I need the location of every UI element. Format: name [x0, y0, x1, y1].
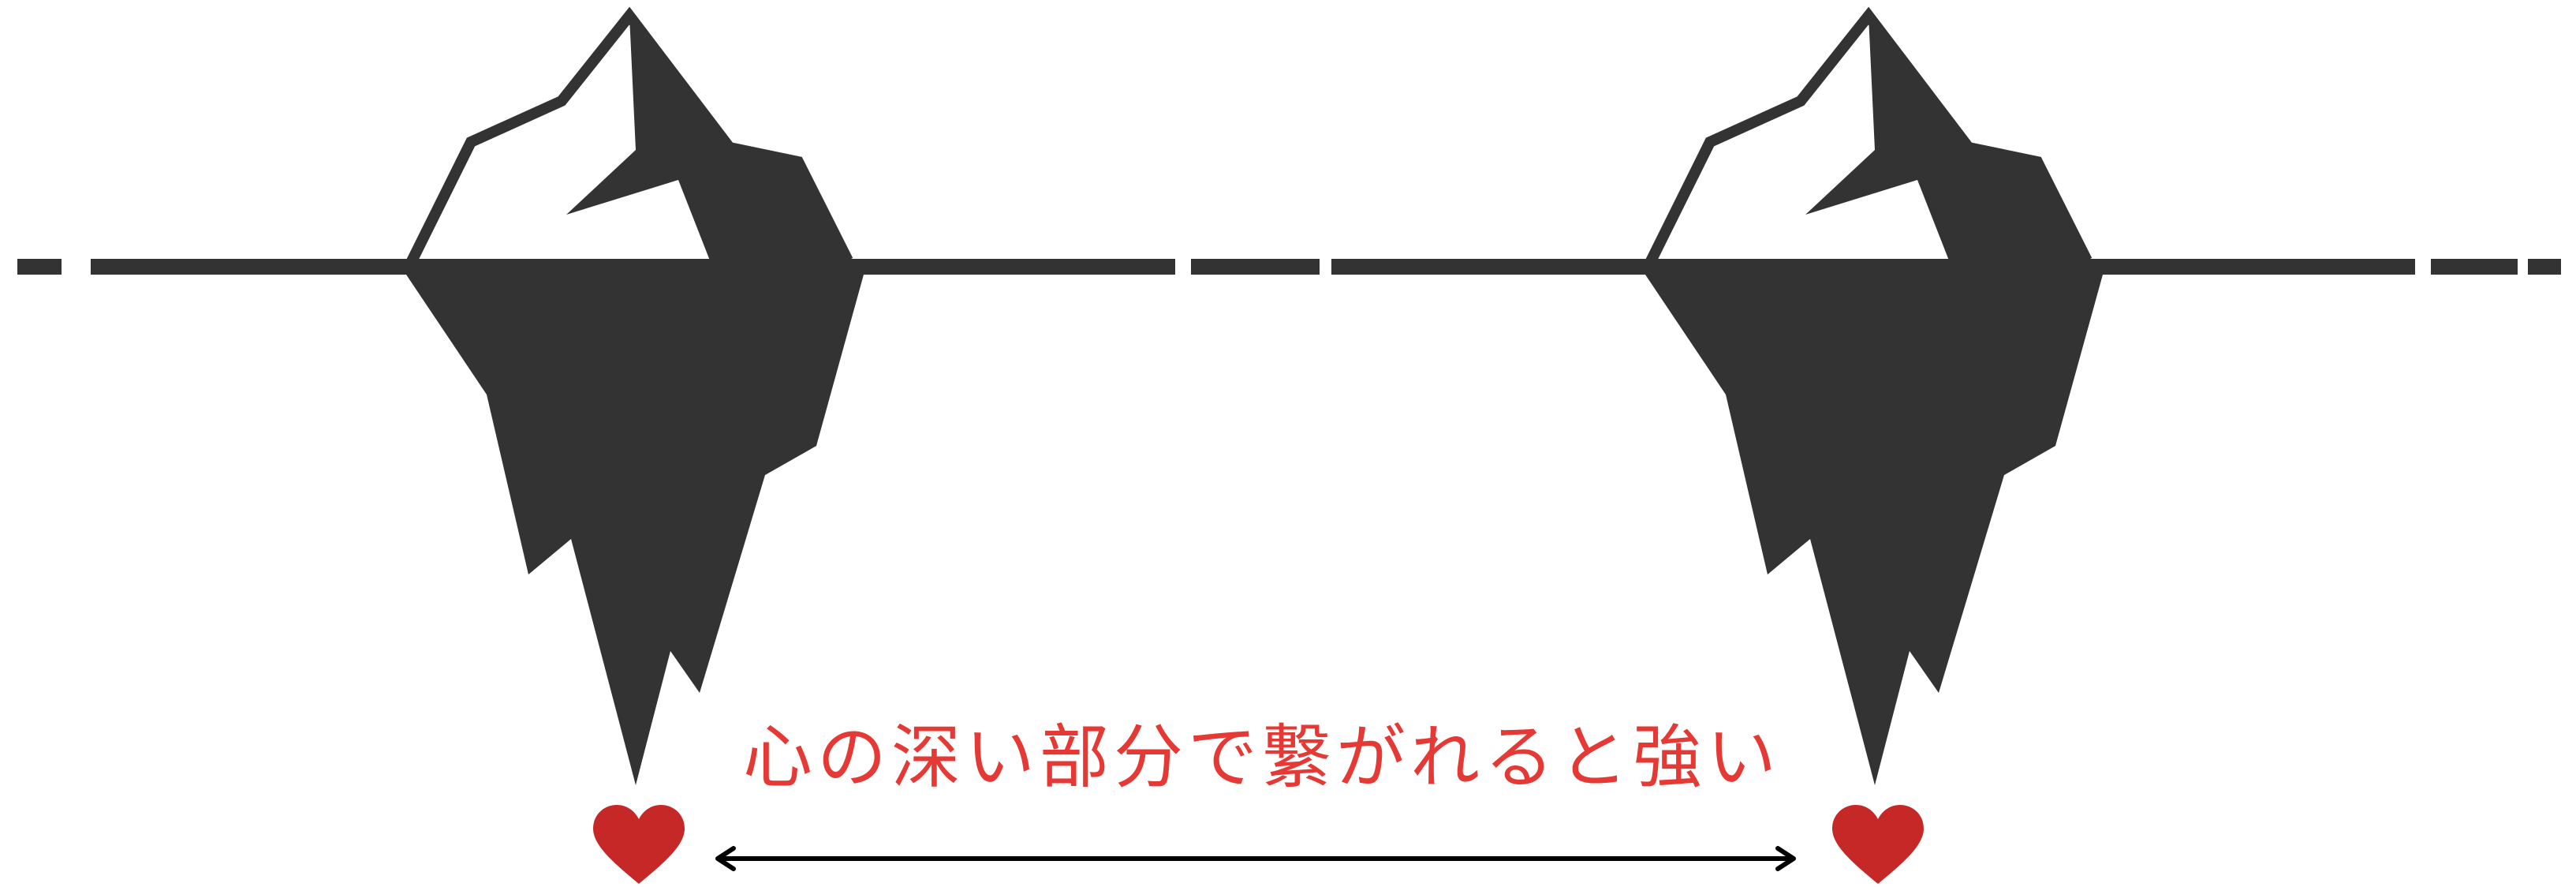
water-line-segment	[2528, 259, 2561, 275]
water-line-segment	[2431, 259, 2518, 275]
heart-icon	[1832, 805, 1924, 884]
heart-icon	[593, 805, 685, 884]
iceberg-icon	[405, 6, 864, 785]
iceberg-tip-shadow	[1805, 16, 2087, 260]
iceberg-tip-shadow	[566, 16, 848, 260]
water-line-segment	[1331, 259, 2415, 275]
arrow-head-right	[1775, 846, 1796, 871]
iceberg-icon	[1644, 6, 2103, 785]
iceberg-underwater	[1645, 275, 2103, 785]
water-line-segment	[1191, 259, 1320, 275]
iceberg-underwater	[406, 275, 864, 785]
double-arrow-icon	[715, 846, 1796, 871]
caption-text: 心の深い部分で繋がれると強い	[742, 717, 1781, 798]
water-line-segment	[91, 259, 1175, 275]
water-line	[17, 259, 2561, 275]
water-line-segment	[17, 259, 62, 275]
arrow-head-left	[715, 846, 736, 871]
